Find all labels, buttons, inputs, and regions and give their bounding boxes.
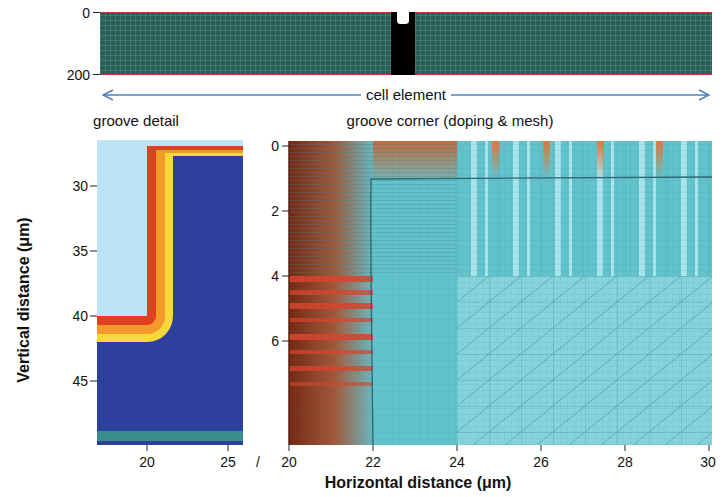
tick-label: 28: [617, 454, 633, 470]
groove-detail-panel: [90, 140, 243, 451]
tick-label: 26: [533, 454, 549, 470]
panel-title: groove detail: [93, 112, 179, 129]
tick-label: 2: [271, 203, 279, 219]
tick-label: 30: [700, 454, 716, 470]
dimension-label: cell element: [361, 86, 451, 103]
axis-break-mark: /: [256, 454, 260, 470]
tick-label: 40: [72, 308, 88, 324]
tick-label: 0: [82, 5, 90, 21]
tick-label: 30: [72, 178, 88, 194]
panel-title: groove corner (doping & mesh): [347, 112, 554, 129]
cell-element-panel: [93, 12, 712, 75]
tick-label: 6: [271, 333, 279, 349]
tick-label: 0: [271, 138, 279, 154]
tick-label: 200: [67, 67, 90, 83]
groove-corner-panel: [282, 141, 712, 451]
tick-label: 35: [72, 243, 88, 259]
tick-label: 24: [449, 454, 465, 470]
tick-label: 20: [139, 454, 155, 470]
tick-label: 4: [271, 268, 279, 284]
tick-label: 20: [281, 454, 297, 470]
tick-label: 45: [72, 373, 88, 389]
axis-title: Horizontal distance (μm): [325, 474, 512, 492]
tick-label: 22: [365, 454, 381, 470]
tick-label: 25: [220, 454, 236, 470]
axis-title: Vertical distance (μm): [15, 217, 33, 382]
